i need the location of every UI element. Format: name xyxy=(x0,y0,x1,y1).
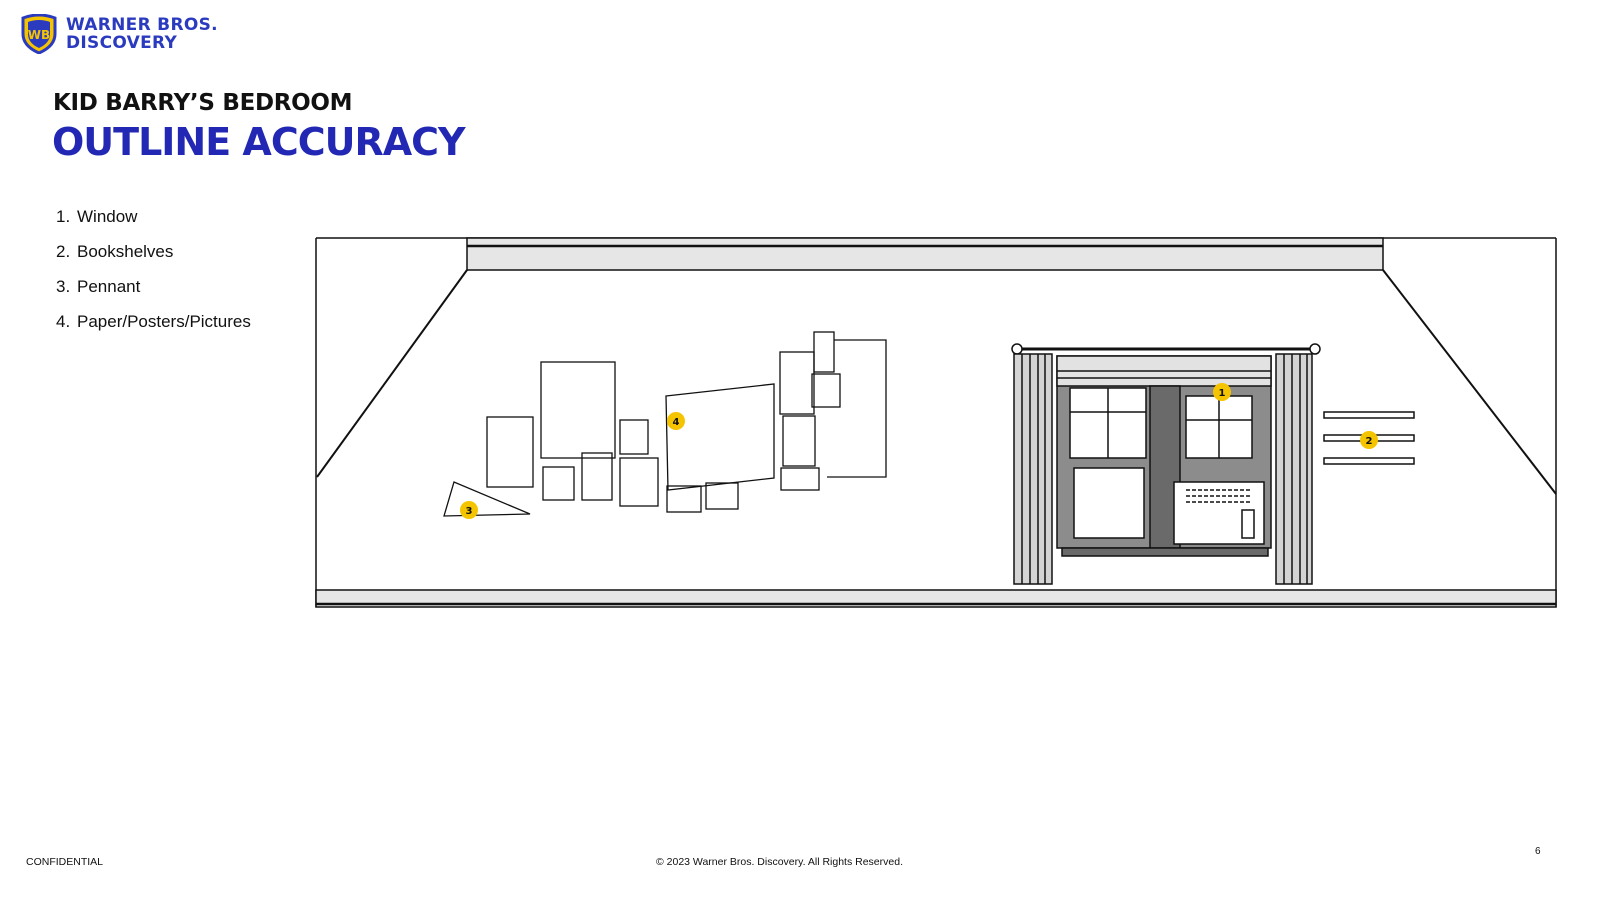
legend-item: 4.Paper/Posters/Pictures xyxy=(56,312,251,331)
legend-item: 3.Pennant xyxy=(56,277,141,296)
page-number: 6 xyxy=(1535,846,1541,857)
wb-shield-icon: WB xyxy=(21,14,57,54)
marker-2: 2 xyxy=(1360,431,1378,449)
legend-item: 2.Bookshelves xyxy=(56,242,174,261)
svg-text:1: 1 xyxy=(1219,388,1226,399)
legend-label: Pennant xyxy=(77,277,141,296)
bedroom-sketch: 1 2 3 4 xyxy=(315,237,1557,608)
svg-text:3: 3 xyxy=(466,506,473,517)
legend-item: 1.Window xyxy=(56,207,138,226)
page-title: OUTLINE ACCURACY xyxy=(52,120,466,164)
svg-text:2: 2 xyxy=(1366,436,1373,447)
wbd-logo: WB WARNER BROS. DISCOVERY xyxy=(20,14,218,54)
brand-line-1: WARNER BROS. xyxy=(66,15,218,35)
svg-text:WB: WB xyxy=(28,28,50,42)
legend-label: Window xyxy=(77,207,138,226)
brand-line-2: DISCOVERY xyxy=(66,33,178,53)
page-subtitle: KID BARRY’S BEDROOM xyxy=(53,90,353,116)
marker-1: 1 xyxy=(1213,383,1231,401)
legend-label: Paper/Posters/Pictures xyxy=(77,312,251,331)
confidential-label: CONFIDENTIAL xyxy=(26,856,104,868)
copyright-notice: © 2023 Warner Bros. Discovery. All Right… xyxy=(656,856,903,868)
legend-label: Bookshelves xyxy=(77,242,174,261)
marker-4: 4 xyxy=(667,412,685,430)
marker-3: 3 xyxy=(460,501,478,519)
legend-list: 1.Window 2.Bookshelves 3.Pennant 4.Paper… xyxy=(56,206,251,346)
svg-text:4: 4 xyxy=(673,417,680,428)
